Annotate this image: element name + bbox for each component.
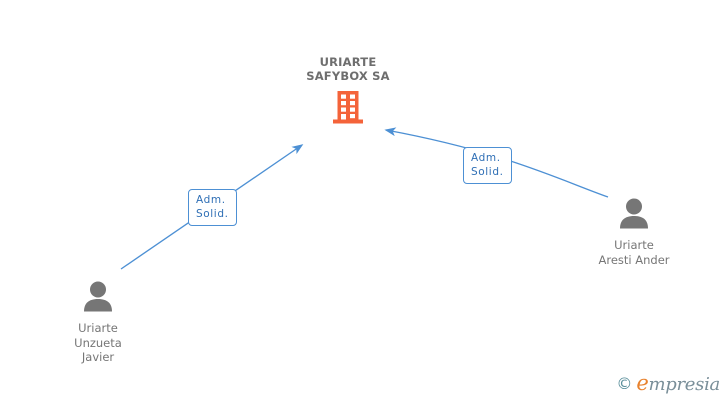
brand-rest: mpresia xyxy=(648,374,721,395)
brand-initial: e xyxy=(636,371,649,395)
person-avatar-icon xyxy=(616,197,652,229)
watermark: © empresia xyxy=(616,373,720,394)
copyright-icon: © xyxy=(616,373,633,393)
person-node-right[interactable]: Uriarte Aresti Ander xyxy=(554,197,714,267)
company-node[interactable]: URIARTE SAFYBOX SA xyxy=(268,55,428,128)
brand-wordmark: empresia xyxy=(636,373,720,394)
relation-label-right[interactable]: Adm. Solid. xyxy=(463,147,512,184)
relation-label-left[interactable]: Adm. Solid. xyxy=(188,189,237,226)
person-node-left[interactable]: Uriarte Unzueta Javier xyxy=(18,280,178,365)
building-icon xyxy=(333,90,363,124)
person-avatar-icon xyxy=(80,280,116,312)
company-title: URIARTE SAFYBOX SA xyxy=(306,55,390,83)
person-name-right: Uriarte Aresti Ander xyxy=(598,238,670,267)
person-name-left: Uriarte Unzueta Javier xyxy=(74,321,122,364)
